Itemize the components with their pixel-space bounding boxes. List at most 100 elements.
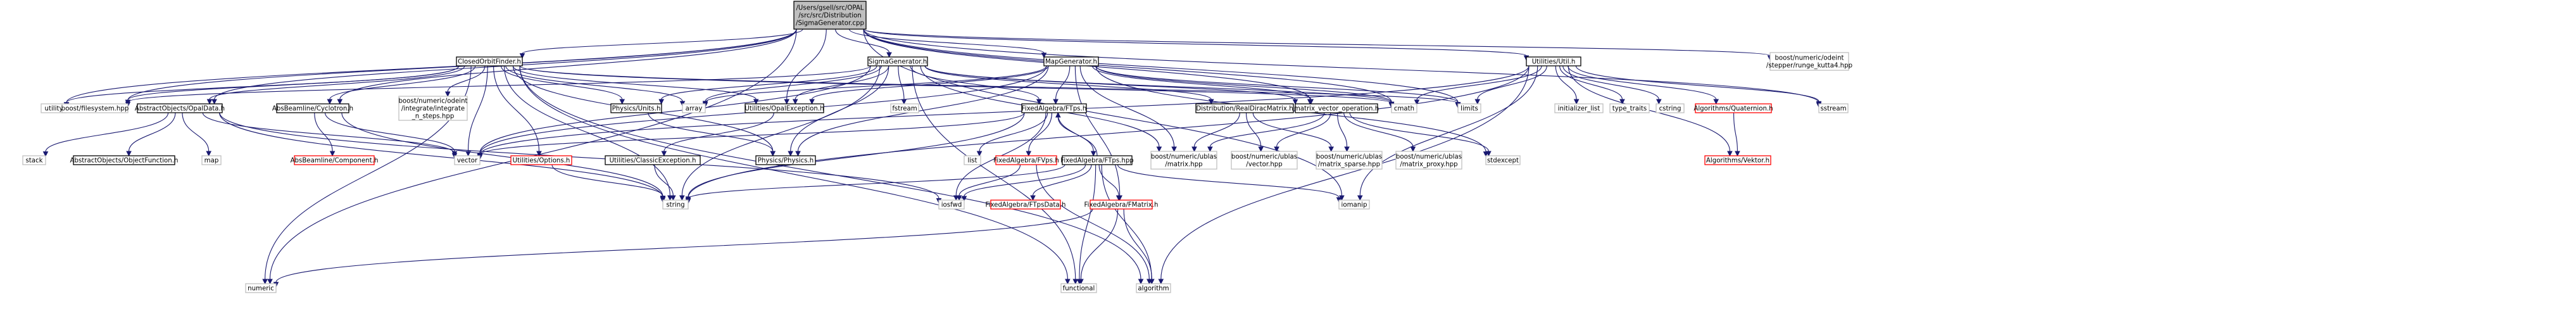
- edge-UtilH-to-vector: [479, 65, 1530, 155]
- node-Physics[interactable]: Physics/Physics.h: [755, 155, 816, 165]
- node-label: stdexcept: [1487, 158, 1519, 165]
- edge-arrowhead: [1030, 195, 1036, 201]
- edge-arrowhead: [795, 151, 801, 157]
- node-label: Algorithms/Quaternion.h: [1693, 106, 1773, 113]
- edge-arrowhead: [1486, 151, 1492, 157]
- node-fstream: fstream: [890, 103, 919, 113]
- node-Units[interactable]: Physics/Units.h: [610, 103, 662, 113]
- node-root[interactable]: /Users/gsell/src/OPAL/src/src/Distributi…: [793, 1, 867, 30]
- node-label: FixedAlgebra/FTps.h: [1022, 106, 1087, 113]
- edge-ClosedOrbitFinder-to-Integrate: [447, 65, 486, 92]
- edge-SigmaGeneratorH-to-FTps: [910, 65, 1040, 100]
- node-Cyclotron[interactable]: AbsBeamline/Cyclotron.h: [272, 103, 353, 113]
- edge-arrowhead: [961, 196, 967, 202]
- node-label: AbsBeamline/Cyclotron.h: [272, 106, 353, 113]
- edge-arrowhead: [1078, 279, 1084, 285]
- edge-UtilH-to-limits: [1477, 65, 1547, 100]
- node-SigmaGeneratorH[interactable]: SigmaGenerator.h: [867, 56, 928, 66]
- node-FMatrix[interactable]: FixedAlgebra/FMatrix.h: [1084, 199, 1159, 210]
- node-label: Distribution/RealDiracMatrix.h: [1196, 106, 1293, 113]
- edge-UtilH-to-cmath: [1416, 65, 1542, 101]
- node-box: [1704, 155, 1771, 165]
- node-string: string: [662, 199, 689, 210]
- node-label: utility: [45, 106, 63, 113]
- node-box: [1295, 103, 1378, 113]
- edge-arrowhead: [1115, 195, 1122, 201]
- edge-arrowhead: [1292, 99, 1298, 105]
- edge-root-to-SigmaGeneratorH: [835, 28, 890, 53]
- node-FTpsHpp[interactable]: FixedAlgebra/FTps.hpp: [1060, 155, 1134, 165]
- node-Component[interactable]: AbsBeamline/Component.h: [291, 155, 379, 165]
- edge-FTpsHpp-to-iosfwd: [964, 164, 1086, 197]
- edge-FMatrix-to-algorithm: [1123, 208, 1152, 280]
- node-MapGenerator[interactable]: MapGenerator.h: [1043, 56, 1099, 66]
- node-box: [22, 155, 46, 165]
- node-vector: vector: [454, 155, 481, 165]
- edge-arrowhead: [1138, 279, 1144, 285]
- edge-arrowhead: [667, 195, 673, 201]
- edge-MapGenerator-to-limits: [1095, 65, 1459, 103]
- edge-arrowhead: [1090, 151, 1096, 157]
- edge-root-to-limits: [863, 28, 1459, 103]
- edge-arrowhead: [1619, 99, 1625, 105]
- edge-UtilH-to-Quaternion: [1568, 65, 1717, 100]
- edge-arrowhead: [1357, 195, 1363, 201]
- node-UtilH[interactable]: Utilities/Util.h: [1526, 56, 1581, 66]
- edge-arrowhead: [809, 99, 815, 105]
- edge-ClosedOrbitFinder-to-algorithm: [519, 65, 1141, 280]
- node-box: [61, 103, 129, 113]
- node-FVps[interactable]: FixedAlgebra/FVps.h: [993, 155, 1059, 165]
- node-label: array: [686, 106, 703, 113]
- node-label: MapGenerator.h: [1045, 59, 1097, 66]
- node-Vektor[interactable]: Algorithms/Vektor.h: [1704, 155, 1771, 165]
- edge-arrowhead: [788, 151, 793, 157]
- node-FTpsData[interactable]: FixedAlgebra/FTpsData.h: [986, 199, 1066, 210]
- edge-OpalBeam-to-iosfwd: [219, 112, 939, 199]
- node-Quaternion[interactable]: Algorithms/Quaternion.h: [1693, 103, 1773, 113]
- node-box: [1136, 283, 1171, 293]
- node-ClassicException[interactable]: Utilities/ClassicException.h: [605, 155, 701, 165]
- edge-OpalException-to-ClassicException: [663, 112, 774, 152]
- node-ObjectFunction[interactable]: AbstractObjects/ObjectFunction.h: [70, 155, 179, 165]
- edge-ClosedOrbitFinder-to-functional: [519, 65, 1068, 280]
- node-label: Algorithms/Vektor.h: [1706, 158, 1769, 165]
- edge-arrowhead: [1171, 146, 1177, 153]
- node-OpalException[interactable]: Utilities/OpalException.h: [745, 103, 824, 113]
- node-label: fstream: [892, 106, 917, 113]
- node-Options[interactable]: Utilities/Options.h: [510, 155, 572, 165]
- node-FTps[interactable]: FixedAlgebra/FTps.h: [1021, 103, 1087, 113]
- node-cmath: cmath: [1391, 103, 1417, 113]
- edge-arrowhead: [262, 279, 268, 285]
- node-OpalBeam[interactable]: AbstractObjects/OpalData.h: [135, 103, 225, 113]
- node-label: limits: [1461, 106, 1478, 113]
- node-label: /Users/gsell/src/OPAL: [796, 5, 864, 12]
- node-label: boost/numeric/odeint: [398, 98, 467, 105]
- node-box: [294, 155, 375, 165]
- node-label: /matrix_proxy.hpp: [1400, 161, 1457, 168]
- edge-Units-to-Physics: [648, 112, 774, 152]
- edge-arrowhead: [1308, 99, 1314, 105]
- edge-arrowhead: [42, 151, 49, 157]
- node-stdexcept: stdexcept: [1485, 155, 1521, 165]
- node-RealDiracMatrix[interactable]: Distribution/RealDiracMatrix.h: [1195, 103, 1294, 113]
- node-label: _n_steps.hpp: [412, 113, 455, 120]
- edge-arrowhead: [1727, 151, 1733, 157]
- node-filesystem: boost/filesystem.hpp: [61, 103, 129, 113]
- node-functional: functional: [1060, 283, 1097, 293]
- edge-arrowhead: [1713, 99, 1719, 105]
- edge-arrowhead: [536, 151, 542, 157]
- node-box: [1231, 151, 1298, 170]
- edge-UtilH-to-sstream: [1575, 65, 1819, 102]
- edge-MapGenerator-to-MatrixVectorOp: [1091, 65, 1312, 100]
- node-MatrixVectorOp[interactable]: matrix_vector_operation.h: [1294, 103, 1379, 113]
- edge-SigmaGeneratorH-to-string: [681, 65, 881, 196]
- node-label: boost/filesystem.hpp: [61, 106, 129, 113]
- node-label: map: [204, 158, 219, 165]
- node-box: [755, 155, 816, 165]
- edge-FTps-to-vector: [479, 112, 1025, 155]
- edge-arrowhead: [206, 99, 213, 105]
- node-ClosedOrbitFinder[interactable]: ClosedOrbitFinder.h: [456, 56, 523, 66]
- edge-MapGenerator-to-UblasMatrix: [1079, 65, 1175, 148]
- node-layer: /Users/gsell/src/OPAL/src/src/Distributi…: [22, 1, 1852, 293]
- edge-OpalBeam-to-string: [219, 112, 663, 198]
